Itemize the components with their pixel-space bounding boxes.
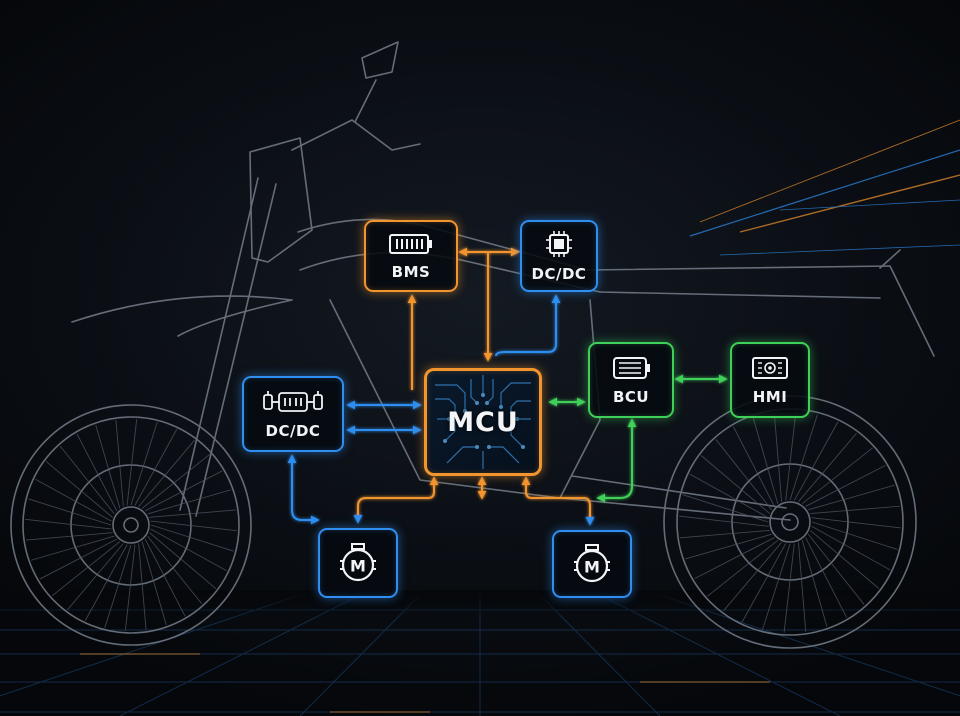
wheel-spoke	[689, 473, 769, 519]
wheel-spoke	[732, 426, 775, 507]
link-bcu-motor-right	[596, 418, 637, 503]
wheel-spoke	[805, 537, 848, 618]
wheel-spokes	[25, 411, 901, 633]
wheel-spoke	[147, 535, 203, 605]
wheel-spoke	[39, 538, 118, 580]
wheel-spoke	[801, 540, 828, 627]
bms-label: BMS	[391, 262, 431, 281]
display-icon	[752, 356, 788, 379]
wheel-spoke	[682, 494, 769, 523]
dcdc-top-node: DC/DC	[520, 220, 598, 292]
wheel-spoke	[752, 417, 779, 504]
chip-icon	[546, 230, 572, 257]
wheel-spoke	[810, 505, 900, 515]
wheel-spoke	[30, 535, 115, 561]
wheel-spoke	[785, 411, 797, 501]
wheel-spoke	[150, 524, 234, 552]
wheel-spoke	[134, 429, 178, 506]
hmi-label: HMI	[752, 387, 788, 406]
wheel-spoke	[141, 453, 211, 509]
connection-lines	[287, 247, 728, 526]
wheel-spoke	[51, 541, 121, 597]
link-mcu-motor-left	[353, 476, 439, 524]
converter-icon	[263, 390, 323, 412]
wheel-spoke	[149, 532, 217, 589]
wheel-spoke	[45, 461, 113, 518]
motor-left-label: M	[350, 557, 366, 576]
wheel-spoke	[150, 528, 227, 572]
wheel-spoke	[707, 539, 779, 597]
wheel-spoke	[25, 518, 112, 530]
motor-right-label: M	[584, 558, 600, 577]
motor-right-node: M	[552, 530, 632, 598]
wheel-spoke	[144, 538, 186, 617]
wheel-spoke	[808, 484, 895, 511]
wheel-spoke	[700, 455, 770, 514]
wheel-spoke	[762, 543, 791, 630]
wheel-spoke	[810, 530, 880, 589]
wheel-spoke	[694, 537, 775, 580]
bms-node: BMS	[364, 220, 458, 292]
wheel-spoke	[104, 544, 132, 628]
wheel-spoke	[793, 421, 839, 501]
dcdc-left-label: DC/DC	[265, 421, 321, 440]
wheel-spoke	[28, 498, 112, 526]
wheel-spoke	[130, 422, 158, 506]
wheel-spoke	[811, 521, 898, 550]
wheel-spoke	[141, 541, 167, 626]
wheel-spoke	[797, 542, 807, 632]
wheel-spoke	[680, 529, 770, 539]
motor-icon: M	[574, 544, 610, 583]
wheel-spoke	[685, 533, 772, 560]
link-mcu-dcdc-top	[495, 294, 561, 357]
controller-unit-icon	[613, 356, 650, 379]
wheel-spoke	[84, 544, 128, 621]
wheel-spoke	[715, 439, 773, 511]
wheel-spoke	[805, 464, 886, 507]
wheel-spoke	[126, 419, 138, 506]
motor-left-node: M	[318, 528, 398, 598]
floor-grid	[0, 590, 960, 716]
wheel-spoke	[789, 414, 818, 501]
wheel-spoke	[144, 470, 223, 512]
speed-streaks	[689, 119, 960, 256]
wheel-spoke	[150, 520, 237, 532]
wheel-spoke	[76, 433, 118, 512]
wheel-spoke	[807, 533, 865, 605]
wheel-spoke	[811, 517, 901, 529]
wheel-spoke	[149, 509, 236, 518]
wheel-spoke	[801, 447, 873, 505]
mcu-node: MCU	[424, 368, 542, 476]
wheel-spoke	[811, 525, 891, 571]
mcu-label: MCU	[447, 406, 519, 438]
dcdc-left-node: DC/DC	[242, 376, 344, 452]
wheel-spoke	[115, 420, 124, 507]
battery-icon	[389, 233, 432, 254]
dcdc-top-label: DC/DC	[531, 264, 587, 283]
bcu-node: BCU	[588, 342, 674, 418]
circuit-icon	[435, 375, 531, 469]
wheel-spoke	[783, 543, 795, 633]
wheel-spoke	[95, 424, 121, 509]
link-mcu-motor-right	[521, 476, 595, 526]
wheel-spoke	[26, 532, 113, 541]
wheel-spoke	[679, 515, 769, 527]
wheel-spoke	[773, 412, 783, 502]
wheel-spoke	[59, 445, 115, 515]
motor-icon: M	[340, 543, 376, 582]
bcu-label: BCU	[612, 387, 650, 406]
wheel-spoke	[147, 489, 232, 515]
wheel-spoke	[798, 432, 857, 502]
wheel-spoke	[723, 542, 782, 612]
wheel-spoke	[35, 478, 112, 522]
wheel-spoke	[741, 543, 787, 623]
wheel-spoke	[138, 543, 147, 630]
wheel-spoke	[124, 544, 136, 631]
link-dcdc-motor	[287, 454, 320, 525]
wheel-spoke	[138, 439, 195, 507]
wheel-spoke	[67, 543, 124, 611]
hmi-node: HMI	[730, 342, 810, 418]
